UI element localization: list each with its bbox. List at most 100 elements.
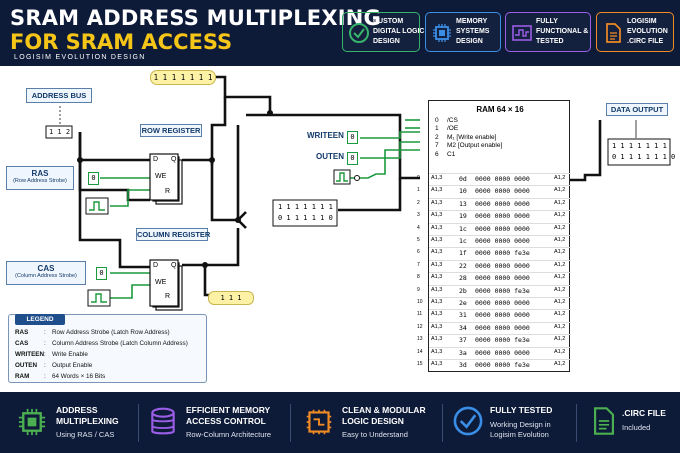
ram-row-address: 34 <box>459 323 467 332</box>
ram-row-index: 14 <box>417 348 423 355</box>
legend-item: RAM:64 Words × 16 Bits <box>15 373 106 380</box>
badge-text: MEMORY SYSTEMS DESIGN <box>456 18 490 45</box>
document-icon <box>594 407 614 435</box>
ram-row-right-tag: A1,2 <box>554 261 566 268</box>
splitter-value-1: 1 1 1 1 1 1 1 <box>278 203 333 211</box>
ram-row-address: 22 <box>459 261 467 270</box>
row-reg-we: WE <box>155 173 167 180</box>
ram-row-data: 0000 0000 fe3e <box>475 286 530 295</box>
legend-item: CAS:Column Address Strobe (Latch Column … <box>15 340 188 347</box>
ram-row-data: 0000 0000 0000 <box>475 212 530 221</box>
ram-row-left-tag: A1,3 <box>431 249 443 256</box>
ram-row-right-tag: A1,2 <box>554 199 566 206</box>
chip-icon <box>433 24 451 42</box>
ram-row-left-tag: A1,3 <box>431 237 443 243</box>
ram-row-address: 31 <box>459 311 467 320</box>
ram-row-address: 3a <box>459 348 467 357</box>
ram-row-left-tag: A1,3 <box>431 348 443 355</box>
ram-row: 2 A1,3 13 0000 0000 0000 A1,2 <box>417 197 571 211</box>
clock-ram <box>333 169 351 185</box>
legend-item: OUTEN:Output Enable <box>15 362 93 369</box>
badge-memory-systems: MEMORY SYSTEMS DESIGN <box>425 12 501 52</box>
ram-row-left-tag: A1,3 <box>431 311 443 318</box>
ram-row-right-tag: A1,2 <box>554 175 566 181</box>
wire-row-out <box>182 158 238 222</box>
ram-row-address: 2b <box>459 286 467 295</box>
ram-row-index: 9 <box>417 286 420 293</box>
row-reg-q: Q <box>171 156 177 163</box>
ram-row-data: 0000 0000 0000 <box>475 237 530 245</box>
outen-input-pin[interactable]: 0 <box>347 152 358 165</box>
column-output-value: 1 1 1 <box>208 291 254 305</box>
row-reg-r: R <box>165 188 171 195</box>
row-reg-d: D <box>153 156 159 163</box>
ram-row-data: 0000 0000 0000 <box>475 274 530 283</box>
badge-text: LOGISIM EVOLUTION .CIRC FILE <box>627 18 668 45</box>
ram-row-right-tag: A1,2 <box>554 286 566 293</box>
ram-row-index: 15 <box>417 361 423 367</box>
badge-text: CUSTOM DIGITAL LOGIC DESIGN <box>373 18 425 45</box>
ram-row-left-tag: A1,3 <box>431 261 443 268</box>
ram-row-index: 13 <box>417 336 423 343</box>
col-reg-we: WE <box>155 279 167 286</box>
writeen-input-pin[interactable]: 0 <box>347 131 358 144</box>
address-bus-value: 1 1 2 <box>49 128 71 136</box>
cas-input-pin[interactable]: 0 <box>96 267 107 280</box>
ram-row-right-tag: A1,2 <box>554 299 566 305</box>
ram-row-address: 13 <box>459 199 467 208</box>
ram-row-data: 0000 0000 0000 <box>475 175 530 183</box>
feature-fully-tested: FULLY TESTED Working Design in Logisim E… <box>444 392 576 453</box>
badge-custom-logic: CUSTOM DIGITAL LOGIC DESIGN <box>342 12 424 52</box>
ram-row-data: 0000 0000 0000 <box>475 311 530 320</box>
ram-row-right-tag: A1,2 <box>554 311 566 318</box>
data-output-label: DATA OUTPUT <box>606 103 668 116</box>
page-title: SRAM ADDRESS MULTIPLEXING <box>10 6 381 30</box>
ram-row-right-tag: A1,2 <box>554 336 566 343</box>
header-banner: SRAM ADDRESS MULTIPLEXING FOR SRAM ACCES… <box>0 0 680 66</box>
ras-input-pin[interactable]: 0 <box>88 172 99 185</box>
ram-row-left-tag: A1,3 <box>431 323 443 330</box>
ram-row-right-tag: A1,2 <box>554 237 566 243</box>
ram-row-data: 0000 0000 0000 <box>475 199 530 208</box>
feature-address-multiplexing: ADDRESS MULTIPLEXING Using RAS / CAS <box>0 392 140 453</box>
ram-row-left-tag: A1,3 <box>431 286 443 293</box>
ram-row-left-tag: A1,3 <box>431 224 443 231</box>
ras-label: RAS <box>31 169 49 178</box>
wire-col-out <box>182 263 210 297</box>
feature-circ-file: .CIRC FILE Included <box>578 392 680 453</box>
page-title-highlight: FOR SRAM ACCESS <box>10 30 233 54</box>
clock-col <box>87 289 111 307</box>
ram-row-left-tag: A1,3 <box>431 212 443 219</box>
address-bus-probe <box>45 125 73 139</box>
data-output-value-2: 0 1 1 1 1 1 1 0 <box>612 153 676 161</box>
ram-row-right-tag: A1,2 <box>554 323 566 330</box>
circuit-wires <box>45 75 671 311</box>
ram-row-data: 0000 0000 0000 <box>475 224 530 233</box>
database-icon <box>151 407 175 435</box>
legend-item: RAS:Row Address Strobe (Latch Row Addres… <box>15 329 170 336</box>
ram-row-left-tag: A1,3 <box>431 199 443 206</box>
cas-label: CAS <box>37 264 55 273</box>
circuit-icon <box>306 409 332 435</box>
column-register-box <box>149 259 179 307</box>
ram-row-left-tag: A1,3 <box>431 361 443 367</box>
badge-text: FULLY FUNCTIONAL & TESTED <box>536 18 589 45</box>
waveform-icon <box>512 25 532 41</box>
writeen-label: WRITEEN <box>307 131 344 140</box>
badge-circ-file: LOGISIM EVOLUTION .CIRC FILE <box>596 12 674 52</box>
ram-row-index: 4 <box>417 224 420 231</box>
ram-row-address: 2e <box>459 299 467 307</box>
ram-row-index: 2 <box>417 199 420 206</box>
ram-row-index: 8 <box>417 274 420 281</box>
ram-row-index: 7 <box>417 261 420 268</box>
